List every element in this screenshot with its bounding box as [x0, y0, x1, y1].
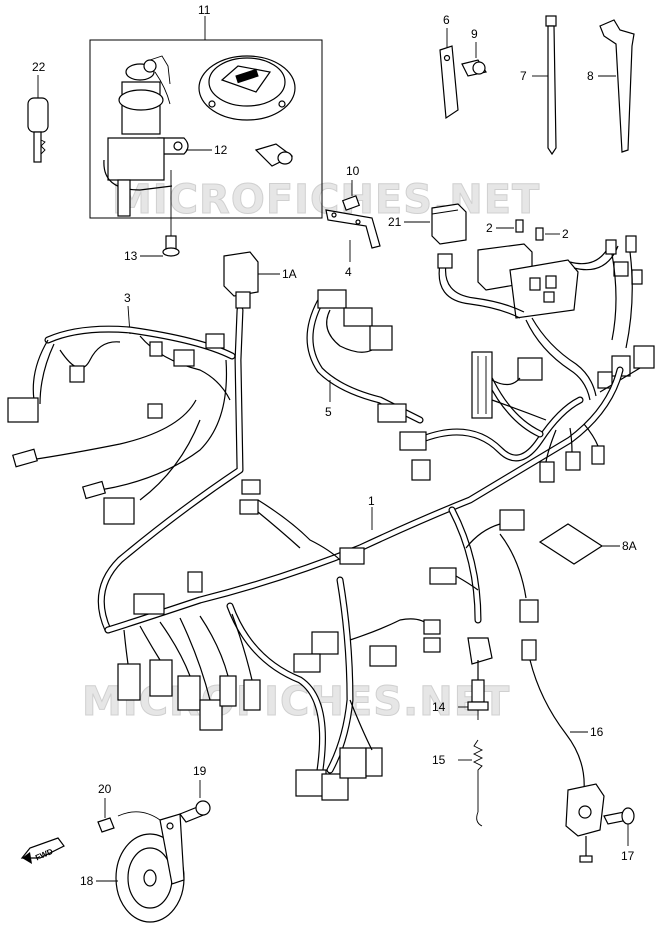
relay-icon: 21 [388, 203, 467, 245]
horn-leader-line [117, 811, 161, 821]
sub-harness-5: 5 [306, 289, 427, 451]
lower-left-connectors [117, 613, 261, 731]
label-11: 11 [198, 3, 211, 17]
watermark-bottom: MICROFICHES.NET [82, 679, 510, 725]
label-1: 1 [368, 494, 375, 508]
bolt-19-icon: 19 [179, 764, 211, 823]
label-7: 7 [520, 69, 527, 83]
label-5: 5 [325, 405, 332, 419]
label-1A: 1A [282, 267, 297, 281]
cable-tie-8-icon: 8 [587, 19, 635, 153]
label-sticker-8A: 8A [538, 523, 637, 565]
bracket-4-icon: 4 [325, 209, 381, 279]
label-3: 3 [124, 291, 131, 305]
label-20: 20 [98, 782, 112, 796]
label-15: 15 [432, 753, 446, 767]
label-10: 10 [346, 164, 360, 178]
label-21: 21 [388, 215, 402, 229]
right-connectors [597, 235, 655, 393]
fuse-box-icon [437, 239, 619, 401]
spring-15-icon: 15 [432, 739, 484, 827]
label-17: 17 [621, 849, 635, 863]
nut-20-icon: 20 [97, 782, 115, 833]
label-12: 12 [214, 143, 228, 157]
label-8A: 8A [622, 539, 637, 553]
switch-16-icon: 16 [521, 639, 605, 863]
label-18: 18 [80, 874, 94, 888]
ignition-set-group: 11 12 [89, 3, 323, 219]
fuse-2a-icon: 2 [486, 219, 524, 235]
bolt-9-icon: 9 [461, 27, 487, 77]
fwd-arrow-icon: FWD [20, 837, 65, 864]
bolt-17-icon: 17 [603, 807, 635, 863]
fuel-cap-icon [198, 55, 296, 121]
switch-14-icon: 14 [432, 637, 493, 720]
horn-icon: 18 [80, 813, 185, 923]
ignition-switch-icon [103, 55, 189, 217]
fuse-2b-icon: 2 [535, 227, 569, 241]
label-14: 14 [432, 700, 446, 714]
block-connector-icon [471, 351, 605, 483]
label-9: 9 [471, 27, 478, 41]
bolt-13-icon: 13 [124, 170, 180, 263]
connector-1A-icon: 1A [223, 251, 297, 309]
label-16: 16 [590, 725, 604, 739]
center-connectors [133, 459, 539, 801]
label-4: 4 [345, 265, 352, 279]
label-22: 22 [32, 60, 46, 74]
label-2b: 2 [562, 227, 569, 241]
label-6: 6 [443, 13, 450, 27]
bracket-6-icon: 6 [439, 13, 459, 120]
watermark-top: MICROFICHES.NET [112, 177, 540, 223]
sub-harness-3: 3 [7, 291, 236, 525]
label-8: 8 [587, 69, 594, 83]
cable-tie-7-icon: 7 [520, 15, 557, 156]
label-13: 13 [124, 249, 138, 263]
key-icon: 22 [27, 60, 49, 163]
label-2a: 2 [486, 221, 493, 235]
lock-cylinder-icon [254, 143, 294, 167]
bolt-10-icon: 10 [341, 164, 361, 211]
label-19: 19 [193, 764, 207, 778]
